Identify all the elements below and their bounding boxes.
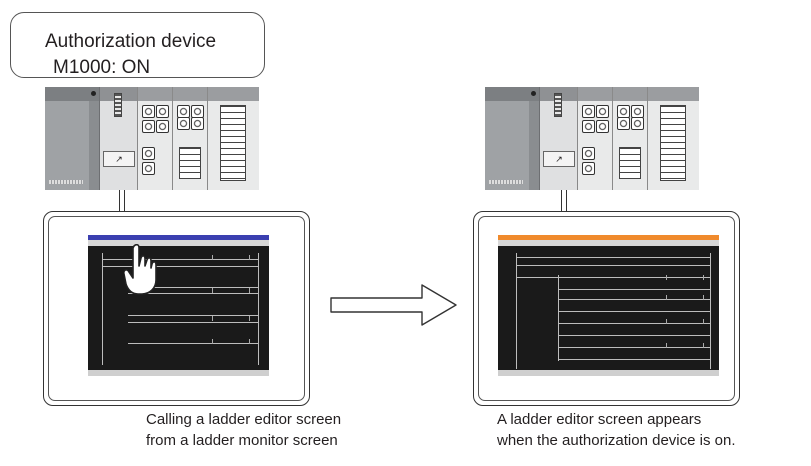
io-module-2 [173,87,208,190]
io-module-1 [138,87,173,190]
status-bar [88,370,269,376]
pointing-hand-icon [124,244,157,295]
right-arrow-icon [330,284,457,326]
caption-right: A ladder editor screen appears when the … [497,409,735,451]
plc-logo [49,180,83,184]
caption-right-line1: A ladder editor screen appears [497,411,702,428]
plc-unit-right: ↗ [485,87,699,190]
window-title-bar [88,235,269,240]
ladder-editor-screen [498,235,719,376]
power-supply-module [485,87,540,190]
status-leds [554,93,562,117]
cable-left [119,190,125,211]
cpu-module: ↗ [540,87,578,190]
monitor-right [473,211,740,406]
menu-bar [88,240,269,246]
caption-right-line2: when the authorization device is on. [497,432,736,449]
cpu-module: ↗ [100,87,138,190]
bubble-device-status: M1000: ON [53,57,151,78]
ladder-monitor-screen [88,235,269,376]
window-title-bar [498,235,719,240]
io-module-1 [578,87,613,190]
io-module-3 [208,87,259,190]
io-module-3 [648,87,699,190]
cpu-slot: ↗ [103,151,135,167]
cpu-slot: ↗ [543,151,575,167]
io-module-2 [613,87,648,190]
power-supply-module [45,87,100,190]
menu-bar [498,240,719,246]
bubble-box: Authorization device M1000: ON [10,12,265,78]
caption-left: Calling a ladder editor screen from a la… [146,409,341,451]
caption-left-line1: Calling a ladder editor screen [146,411,342,428]
status-leds [114,93,122,117]
cable-right [561,190,567,211]
caption-left-line2: from a ladder monitor screen [146,432,338,449]
plc-logo [489,180,523,184]
monitor-left [43,211,310,406]
status-bar [498,370,719,376]
bubble-title: Authorization device [45,31,217,52]
plc-unit-left: ↗ [45,87,259,190]
